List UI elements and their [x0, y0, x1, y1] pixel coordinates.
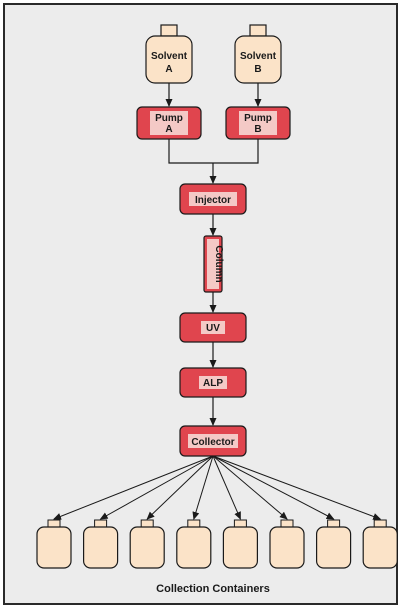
collector-box: Collector — [179, 425, 247, 457]
arrow-to-container-6 — [212, 455, 288, 520]
diagram-frame — [3, 3, 398, 605]
arrow-to-container-3 — [146, 455, 214, 520]
collection-container-6 — [269, 519, 305, 569]
arrow-to-container-8 — [212, 455, 382, 520]
arrow-to-container-2 — [99, 455, 214, 520]
arrow-to-container-7 — [212, 455, 335, 520]
uv-detector-box: UV — [179, 312, 247, 343]
collection-container-8 — [362, 519, 398, 569]
arrow-to-container-1 — [53, 455, 214, 520]
solvent-b-label-line2: B — [254, 64, 261, 75]
collector-fan-out-arrows — [53, 455, 382, 520]
pump-b-label-line2: B — [254, 124, 261, 135]
collection-containers — [36, 519, 398, 569]
collection-container-7 — [316, 519, 352, 569]
collection-container-3 — [129, 519, 165, 569]
collection-container-4 — [176, 519, 212, 569]
collection-container-1 — [36, 519, 72, 569]
injector-label: Injector — [195, 195, 231, 206]
solvent-a-label-line1: Solvent — [151, 51, 188, 62]
injector-box: Injector — [179, 183, 247, 215]
pump-a-label-line1: Pump — [155, 113, 183, 124]
arrow-to-container-4 — [192, 455, 214, 520]
collection-containers-caption: Collection Containers — [156, 583, 270, 595]
arrow-to-container-5 — [212, 455, 241, 520]
column-box: Column — [203, 235, 224, 293]
pump-a-box: Pump A — [136, 106, 202, 140]
solvent-a-label-line2: A — [165, 64, 172, 75]
solvent-b-label-line1: Solvent — [240, 51, 277, 62]
collection-container-2 — [82, 519, 119, 569]
uv-label: UV — [206, 323, 220, 334]
pump-b-box: Pump B — [225, 106, 291, 140]
column-label: Column — [213, 245, 224, 282]
collector-label: Collector — [191, 437, 234, 448]
alp-label: ALP — [203, 378, 223, 389]
pump-b-label-line1: Pump — [244, 113, 272, 124]
alp-box: ALP — [179, 367, 247, 398]
collection-container-5 — [222, 519, 258, 569]
pump-a-label-line2: A — [165, 124, 172, 135]
